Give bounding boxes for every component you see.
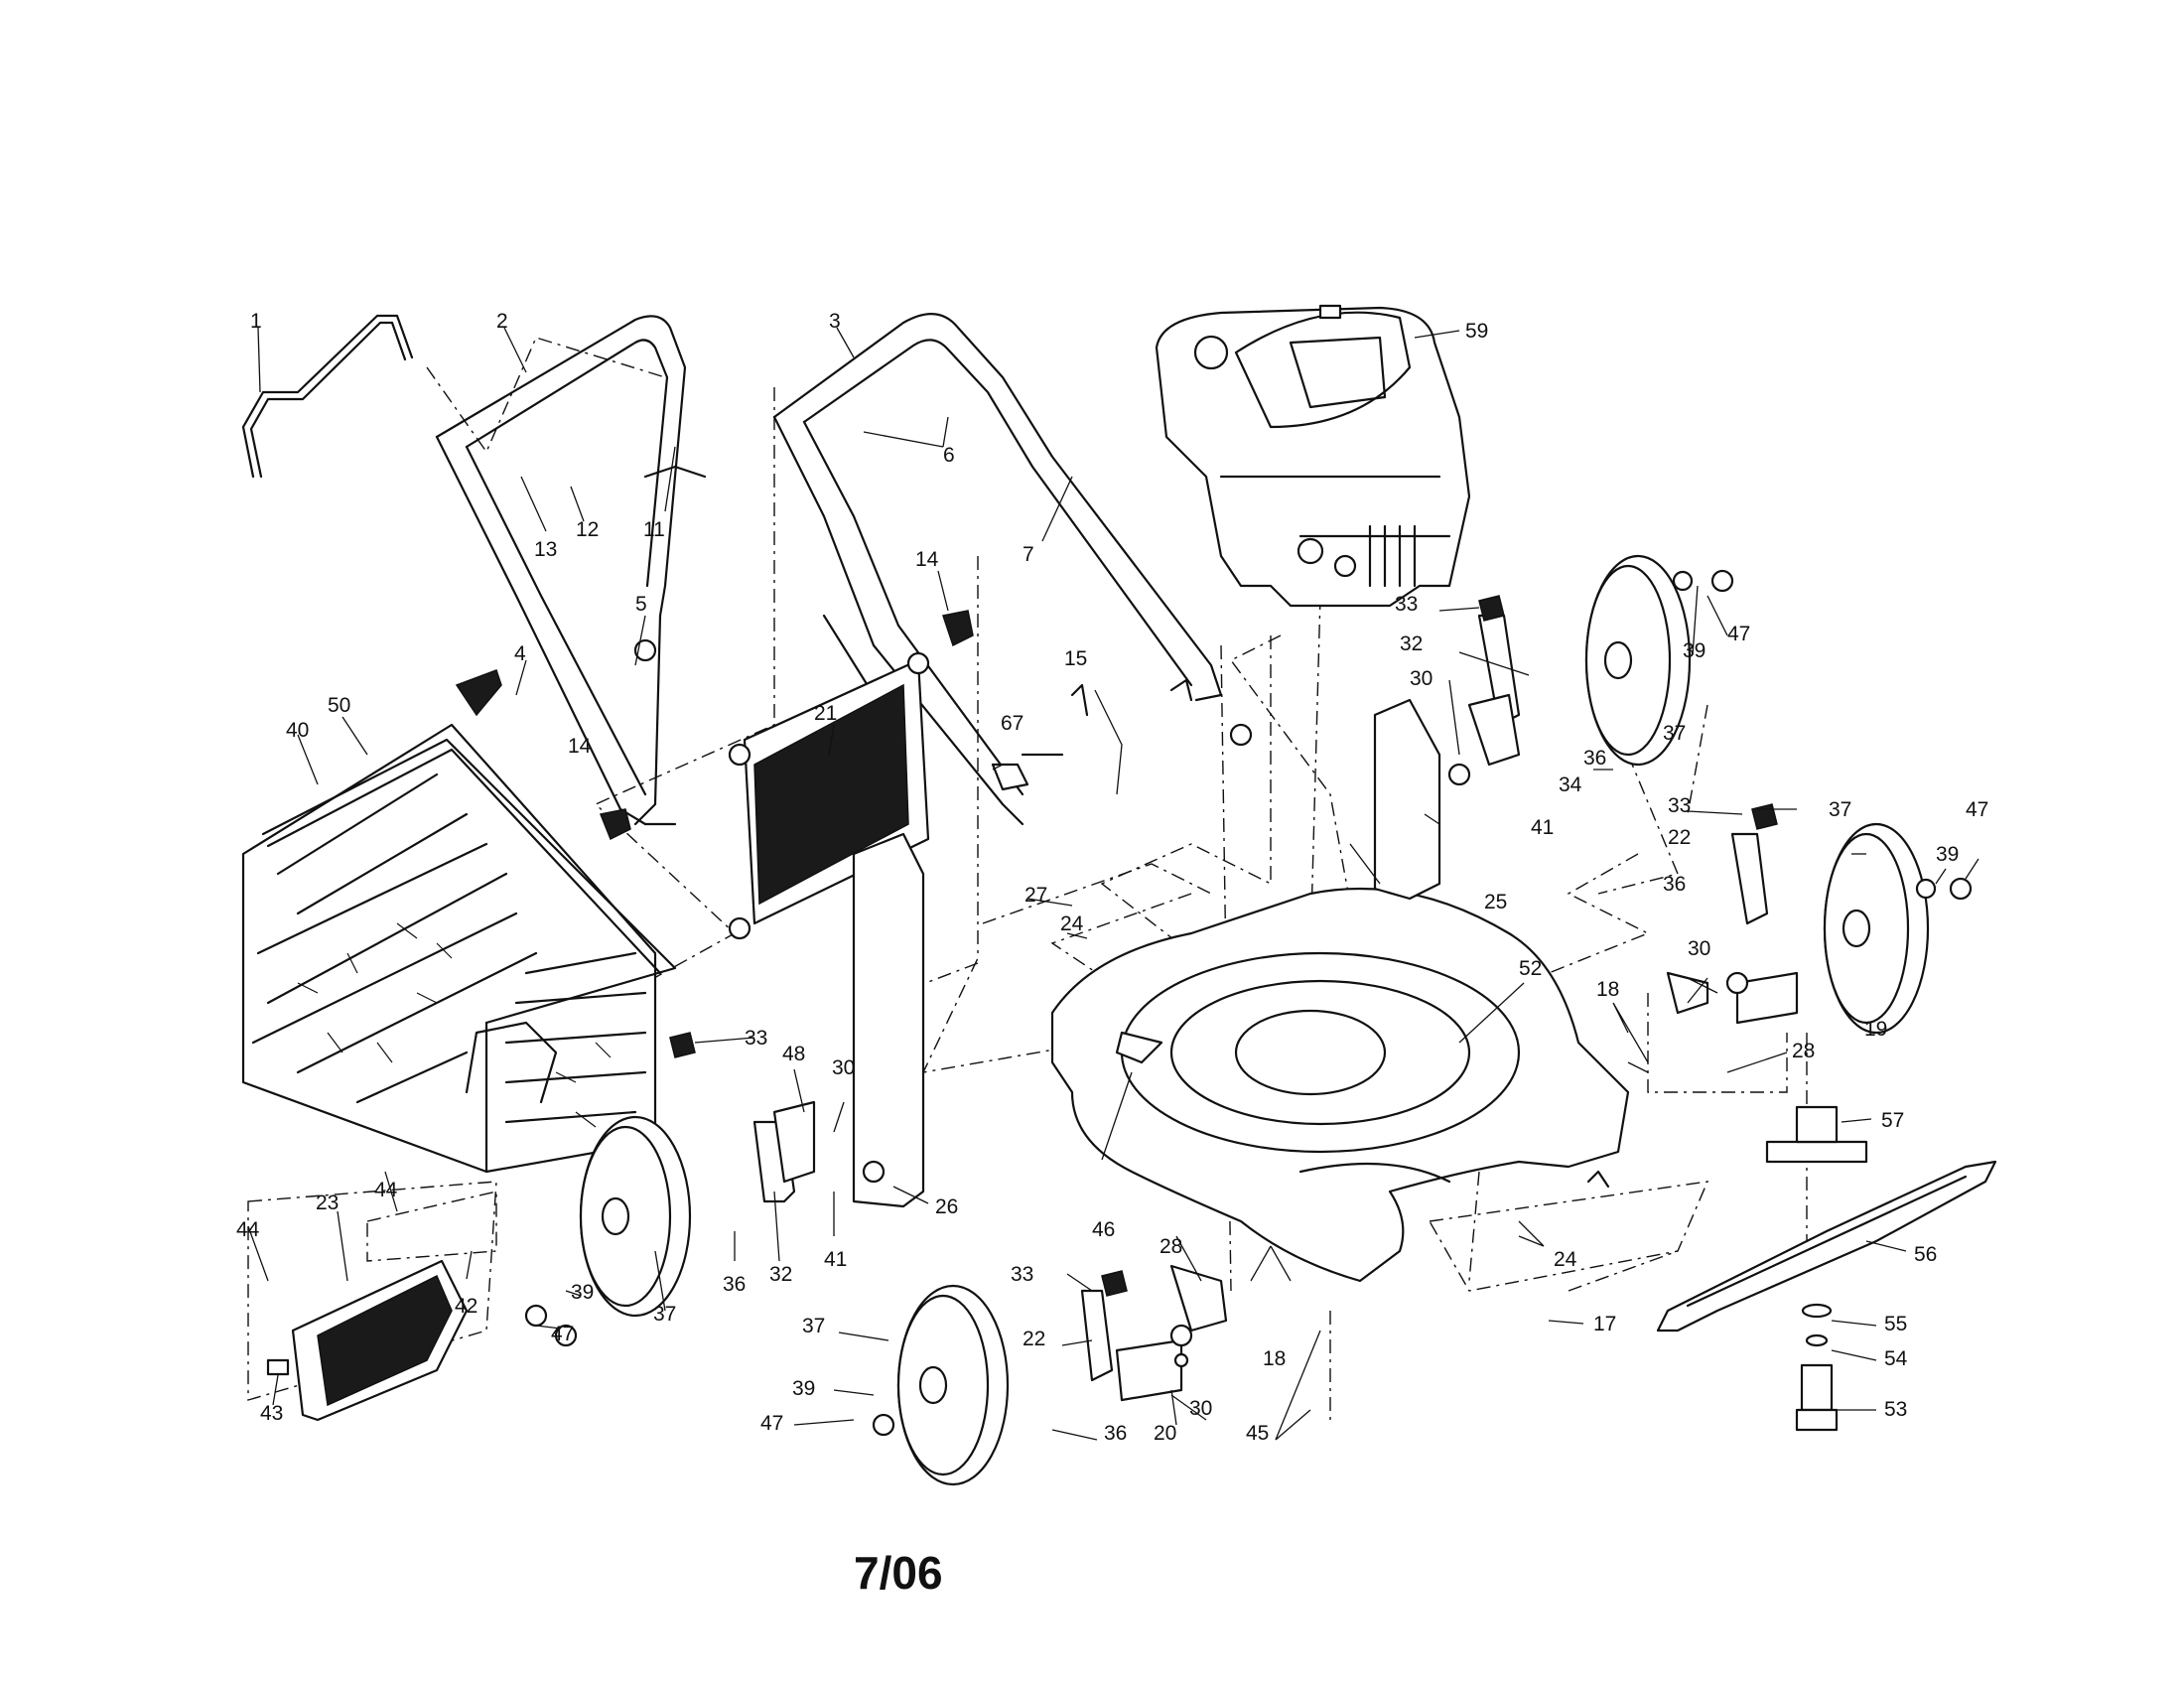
callout-36-c: 36 [723,1273,746,1296]
callout-39-d: 39 [792,1377,815,1400]
callout-1: 1 [250,310,262,333]
callout-36-b: 36 [1663,873,1686,896]
callout-39-a: 39 [1683,639,1706,662]
callout-42: 42 [455,1295,478,1318]
callout-45: 45 [1246,1422,1269,1445]
callout-6: 6 [943,444,955,467]
callout-34: 34 [1559,773,1582,796]
callout-37-c: 37 [653,1303,676,1326]
callout-22-b: 22 [1023,1328,1045,1350]
height-adjusters [752,614,1799,1402]
callout-56: 56 [1914,1243,1937,1266]
callout-36-a: 36 [1583,747,1606,770]
callout-59: 59 [1465,320,1488,343]
callout-33-d: 33 [1011,1263,1033,1286]
callout-37-a: 37 [1663,722,1686,745]
callout-32-a: 32 [1400,632,1423,655]
callout-23: 23 [316,1192,339,1214]
callout-37-b: 37 [1829,798,1851,821]
callout-30-d: 30 [1189,1397,1212,1420]
callout-28-a: 28 [1792,1040,1815,1062]
callout-22-a: 22 [1668,826,1691,849]
wheels [579,554,1930,1486]
callout-50: 50 [328,694,350,717]
callout-40: 40 [286,719,309,742]
upper-handle [435,315,687,826]
mower-deck [1050,887,1630,1283]
callout-30-a: 30 [1410,667,1433,690]
callout-11: 11 [643,518,665,541]
callout-41-b: 41 [824,1248,847,1271]
engine [1155,304,1471,608]
control-bail [241,314,414,479]
callout-21: 21 [814,702,837,725]
callout-43: 43 [260,1402,283,1425]
callout-13: 13 [534,538,557,561]
leader-lines [247,327,1979,1441]
callout-47-d: 47 [760,1412,783,1435]
callout-14-top: 14 [915,548,939,571]
callout-30-b: 30 [1688,937,1710,960]
callout-12: 12 [576,518,599,541]
callout-4: 4 [514,642,526,665]
callout-24-b: 24 [1554,1248,1577,1271]
blade-assembly [1656,1105,1997,1432]
callout-44-b: 44 [236,1218,260,1241]
callout-5: 5 [635,593,647,616]
callout-47-b: 47 [1966,798,1988,821]
callout-2: 2 [496,310,508,333]
callout-67: 67 [1001,712,1024,735]
grass-catcher [241,723,677,1174]
callout-33-b: 33 [1668,794,1691,817]
callout-7: 7 [1023,543,1034,566]
callout-20: 20 [1154,1422,1176,1445]
callout-36-d: 36 [1104,1422,1127,1445]
callout-48: 48 [782,1043,805,1065]
callout-33-c: 33 [745,1027,767,1050]
callout-47-c: 47 [551,1323,574,1345]
callout-55: 55 [1884,1313,1907,1335]
callout-32-b: 32 [769,1263,792,1286]
callout-15: 15 [1064,647,1087,670]
callout-41-a: 41 [1531,816,1554,839]
callout-57: 57 [1881,1109,1904,1132]
date-code: 7/06 [854,1547,943,1599]
callout-28-b: 28 [1160,1235,1182,1258]
callout-25: 25 [1484,891,1507,913]
callout-18-b: 18 [1263,1347,1286,1370]
callout-52: 52 [1519,957,1542,980]
callout-14-left: 14 [568,735,592,758]
rear-door [266,1259,469,1422]
callout-39-b: 39 [1936,843,1959,866]
callout-17: 17 [1593,1313,1616,1335]
callout-39-c: 39 [571,1281,594,1304]
callout-33-a: 33 [1395,593,1418,616]
callout-3: 3 [829,310,841,333]
callout-47-a: 47 [1727,623,1750,645]
callout-30-c: 30 [832,1056,855,1079]
callout-27: 27 [1024,884,1047,907]
callout-19: 19 [1864,1018,1887,1041]
callout-24-a: 24 [1060,912,1084,935]
callout-26: 26 [935,1195,958,1218]
callout-37-d: 37 [802,1315,825,1337]
callout-18-a: 18 [1596,978,1619,1001]
callout-53: 53 [1884,1398,1907,1421]
callout-labels: 1 2 3 59 6 13 12 11 7 5 14 33 47 32 39 4… [236,310,1988,1445]
callout-44-a: 44 [374,1179,398,1201]
callout-46: 46 [1092,1218,1115,1241]
callout-54: 54 [1884,1347,1908,1370]
